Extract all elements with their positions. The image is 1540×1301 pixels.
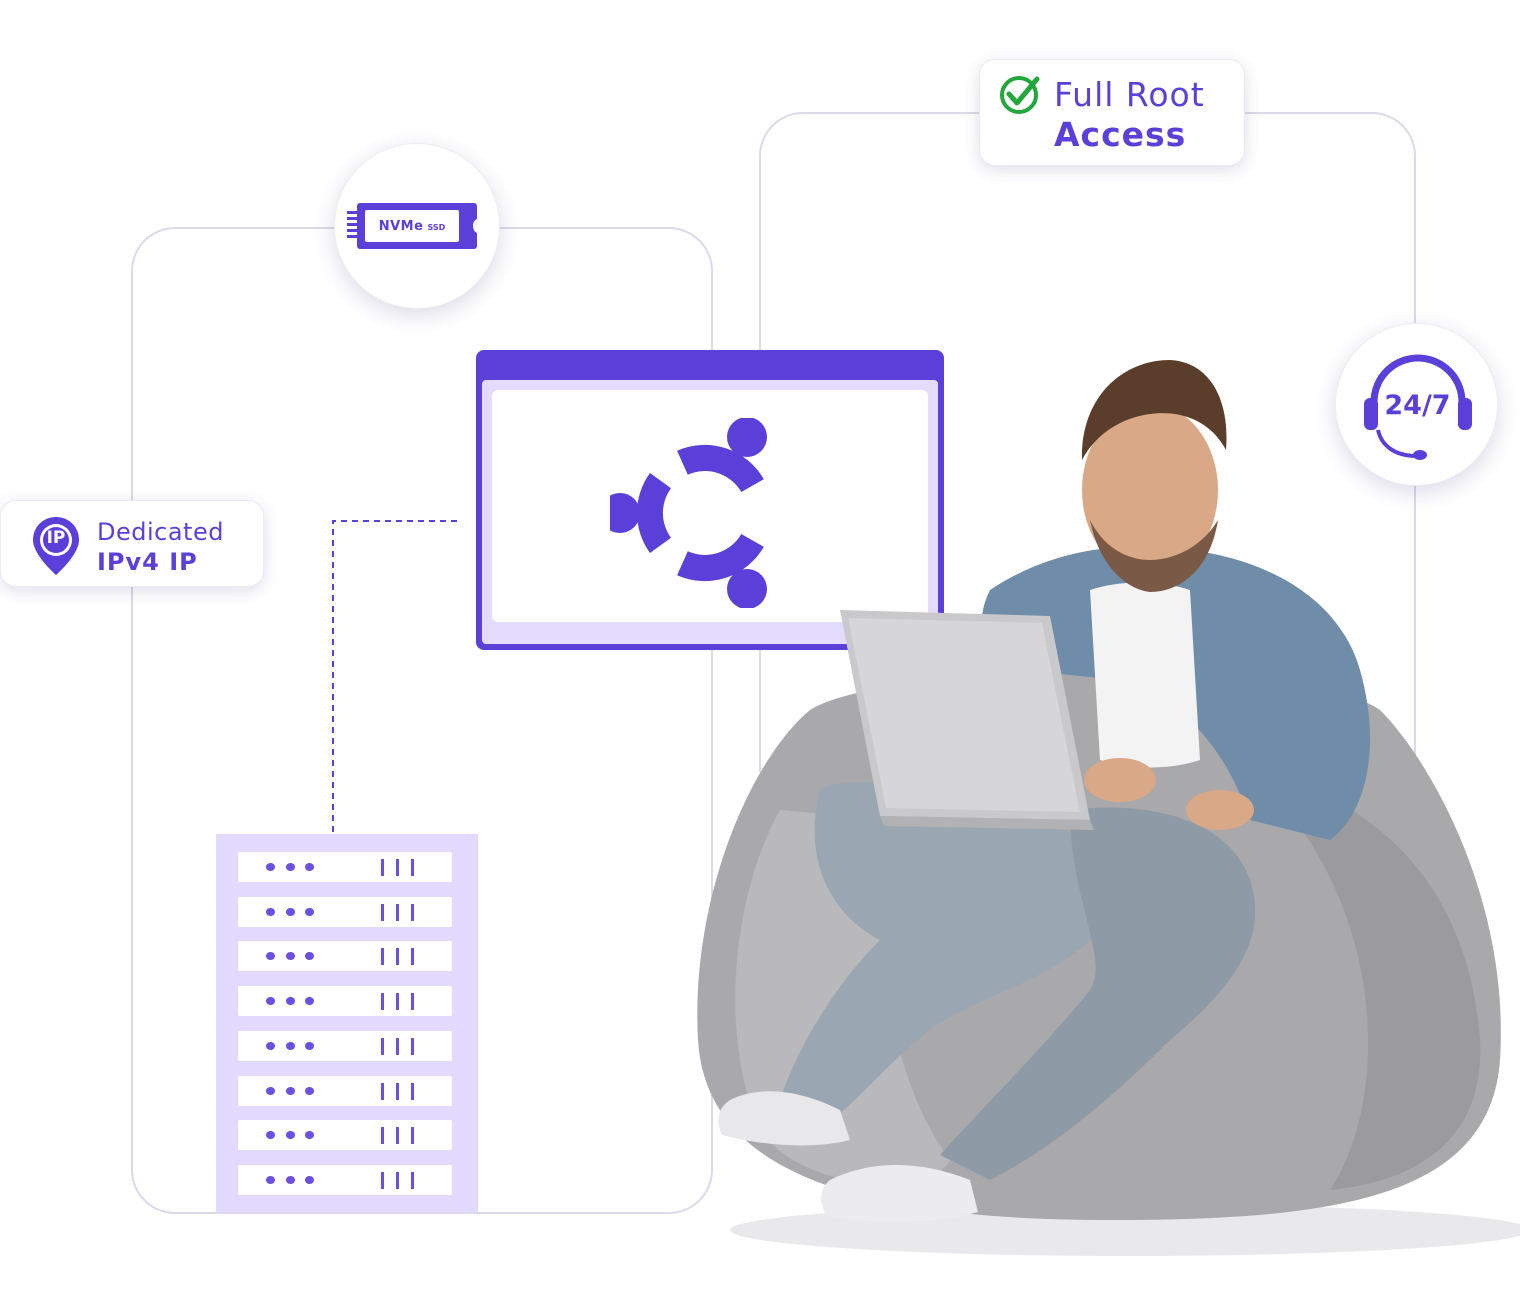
vent-bar xyxy=(396,1082,399,1100)
nvme-label: NVMe xyxy=(378,218,424,234)
os-window-content xyxy=(492,390,928,622)
nvme-ssd-chip-icon: NVMe SSD xyxy=(347,203,483,249)
vent-bar xyxy=(396,903,399,921)
person-on-beanbag-illustration xyxy=(690,340,1530,1290)
headset-icon xyxy=(1364,354,1472,460)
vent-bar xyxy=(396,1171,399,1189)
vent-bar xyxy=(411,993,414,1011)
status-dot xyxy=(286,1175,295,1184)
ip-location-pin-icon: IP xyxy=(31,515,81,577)
status-dot xyxy=(286,1086,295,1095)
server-unit xyxy=(238,986,452,1017)
status-dot xyxy=(286,1131,295,1140)
vent-bar xyxy=(411,903,414,921)
vent-bar xyxy=(381,1037,384,1055)
ip-icon-text: IP xyxy=(46,528,66,548)
os-window-body xyxy=(482,380,938,644)
status-dot xyxy=(305,1086,314,1095)
vent-bar xyxy=(381,1127,384,1145)
vent-bar xyxy=(396,859,399,876)
status-dot xyxy=(286,907,295,916)
server-unit xyxy=(238,941,452,972)
status-dot xyxy=(286,863,295,871)
ubuntu-logo-icon xyxy=(610,418,767,608)
os-window xyxy=(476,350,944,650)
server-unit xyxy=(238,1120,452,1151)
full-root-access-badge: Full Root Access xyxy=(979,59,1245,166)
support-badge: 24/7 xyxy=(1335,323,1498,486)
vent-bar xyxy=(381,859,384,876)
server-rack xyxy=(216,834,478,1212)
vent-bar xyxy=(411,1037,414,1055)
vent-bar xyxy=(411,859,414,876)
full-root-line1: Full Root xyxy=(1054,75,1205,114)
check-circle-icon xyxy=(1000,76,1040,114)
status-dot xyxy=(305,1175,314,1184)
support-text: 24/7 xyxy=(1384,390,1451,421)
server-unit xyxy=(238,1075,452,1106)
status-dot xyxy=(305,997,314,1006)
status-dot xyxy=(286,952,295,961)
vent-bar xyxy=(396,993,399,1011)
server-unit xyxy=(238,896,452,927)
full-root-line2: Access xyxy=(1054,115,1187,154)
vent-bar xyxy=(381,993,384,1011)
status-dot xyxy=(305,863,314,871)
status-dot xyxy=(266,1086,275,1095)
vent-bar xyxy=(411,1127,414,1145)
status-dot xyxy=(266,1131,275,1140)
status-dot xyxy=(286,997,295,1006)
status-dot xyxy=(266,1041,275,1050)
ssd-label: SSD xyxy=(427,223,446,232)
status-dot xyxy=(305,1041,314,1050)
status-dot xyxy=(266,863,275,871)
dedicated-line2: IPv4 IP xyxy=(97,548,198,576)
status-dot xyxy=(266,997,275,1006)
vent-bar xyxy=(381,1082,384,1100)
server-unit xyxy=(238,852,452,882)
vent-bar xyxy=(381,903,384,921)
status-dot xyxy=(305,952,314,961)
vent-bar xyxy=(411,1171,414,1189)
server-unit xyxy=(238,1030,452,1061)
vent-bar xyxy=(411,948,414,966)
server-unit xyxy=(238,1164,452,1195)
vent-bar xyxy=(411,1082,414,1100)
vent-bar xyxy=(396,1127,399,1145)
status-dot xyxy=(305,907,314,916)
nvme-ssd-badge: NVMe SSD xyxy=(334,143,500,309)
vent-bar xyxy=(396,1037,399,1055)
status-dot xyxy=(286,1041,295,1050)
status-dot xyxy=(266,1175,275,1184)
vent-bar xyxy=(396,948,399,966)
vent-bar xyxy=(381,948,384,966)
status-dot xyxy=(266,952,275,961)
status-dot xyxy=(305,1131,314,1140)
vent-bar xyxy=(381,1171,384,1189)
dedicated-line1: Dedicated xyxy=(97,518,224,546)
status-dot xyxy=(266,907,275,916)
dedicated-ip-badge: IP Dedicated IPv4 IP xyxy=(0,500,264,587)
